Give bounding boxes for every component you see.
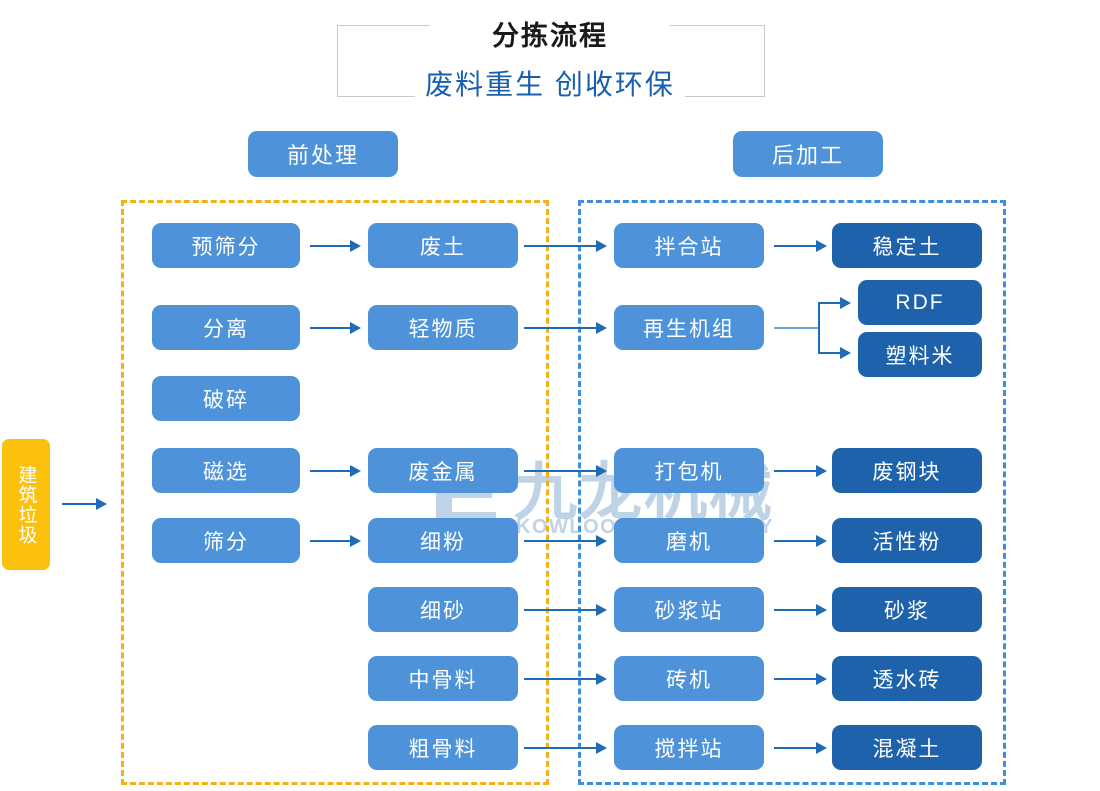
- arrow-head-c1r4: [350, 465, 361, 477]
- page-subtitle: 废料重生 创收环保: [0, 63, 1100, 103]
- node-equipment-pre-5[interactable]: 筛分: [152, 518, 300, 563]
- node-equipment-post-3[interactable]: 打包机: [614, 448, 764, 493]
- source-label: 建筑垃圾: [15, 464, 37, 545]
- arrow-line-source: [62, 503, 98, 505]
- node-product-4[interactable]: 废钢块: [832, 448, 982, 493]
- branch-line-lower: [818, 352, 846, 354]
- node-material-3[interactable]: 废金属: [368, 448, 518, 493]
- arrow-head-c1r1: [350, 240, 361, 252]
- arrow-line-c2r6: [524, 678, 598, 680]
- arrow-line-c2r7: [524, 747, 598, 749]
- arrow-head-c3r4: [816, 535, 827, 547]
- arrow-head-c1r2: [350, 322, 361, 334]
- arrow-head-source: [96, 498, 107, 510]
- arrow-head-c2r3: [596, 465, 607, 477]
- arrow-head-c2r6: [596, 673, 607, 685]
- arrow-head-c2r7: [596, 742, 607, 754]
- branch-line-vertical: [818, 303, 820, 353]
- node-product-7[interactable]: 透水砖: [832, 656, 982, 701]
- arrow-head-c1r5: [350, 535, 361, 547]
- source-construction-waste[interactable]: 建筑垃圾: [2, 439, 50, 570]
- arrow-line-c3r5: [774, 609, 820, 611]
- arrow-head-c3r6: [816, 673, 827, 685]
- node-material-5[interactable]: 细砂: [368, 587, 518, 632]
- arrow-line-c1r2: [310, 327, 352, 329]
- branch-line-stem: [774, 327, 820, 329]
- node-product-1[interactable]: 稳定土: [832, 223, 982, 268]
- node-material-2[interactable]: 轻物质: [368, 305, 518, 350]
- region-post-processing: [578, 200, 1006, 785]
- region-pre-treatment: [121, 200, 549, 785]
- arrow-line-c1r5: [310, 540, 352, 542]
- node-product-3[interactable]: 塑料米: [858, 332, 982, 377]
- arrow-line-c2r1: [524, 245, 598, 247]
- arrow-head-c3r1: [816, 240, 827, 252]
- node-equipment-pre-3[interactable]: 破碎: [152, 376, 300, 421]
- arrow-line-c2r5: [524, 609, 598, 611]
- node-product-2[interactable]: RDF: [858, 280, 982, 325]
- page-title: 分拣流程: [430, 14, 670, 53]
- arrow-line-c3r6: [774, 678, 820, 680]
- node-equipment-post-1[interactable]: 拌合站: [614, 223, 764, 268]
- node-material-4[interactable]: 细粉: [368, 518, 518, 563]
- arrow-head-c2r1: [596, 240, 607, 252]
- arrow-head-c3r3: [816, 465, 827, 477]
- page-subtitle-text: 废料重生 创收环保: [415, 69, 685, 100]
- arrow-head-c3r7: [816, 742, 827, 754]
- arrow-line-c3r1: [774, 245, 820, 247]
- node-material-6[interactable]: 中骨料: [368, 656, 518, 701]
- arrow-line-c2r2: [524, 327, 598, 329]
- node-product-6[interactable]: 砂浆: [832, 587, 982, 632]
- branch-line-upper: [818, 302, 846, 304]
- node-equipment-post-2[interactable]: 再生机组: [614, 305, 764, 350]
- arrow-line-c1r4: [310, 470, 352, 472]
- section-header-pre-treatment[interactable]: 前处理: [248, 131, 398, 177]
- arrow-line-c3r3: [774, 470, 820, 472]
- node-equipment-post-7[interactable]: 搅拌站: [614, 725, 764, 770]
- node-material-7[interactable]: 粗骨料: [368, 725, 518, 770]
- arrow-line-c3r4: [774, 540, 820, 542]
- node-equipment-pre-2[interactable]: 分离: [152, 305, 300, 350]
- node-equipment-pre-4[interactable]: 磁选: [152, 448, 300, 493]
- arrow-head-c2r5: [596, 604, 607, 616]
- arrow-head-branch-upper: [840, 297, 851, 309]
- arrow-line-c2r3: [524, 470, 598, 472]
- arrow-line-c3r7: [774, 747, 820, 749]
- node-equipment-post-4[interactable]: 磨机: [614, 518, 764, 563]
- arrow-head-branch-lower: [840, 347, 851, 359]
- node-equipment-post-5[interactable]: 砂浆站: [614, 587, 764, 632]
- node-equipment-pre-1[interactable]: 预筛分: [152, 223, 300, 268]
- arrow-head-c2r4: [596, 535, 607, 547]
- arrow-line-c1r1: [310, 245, 352, 247]
- node-material-1[interactable]: 废土: [368, 223, 518, 268]
- arrow-line-c2r4: [524, 540, 598, 542]
- arrow-head-c2r2: [596, 322, 607, 334]
- node-product-5[interactable]: 活性粉: [832, 518, 982, 563]
- section-header-post-processing[interactable]: 后加工: [733, 131, 883, 177]
- node-equipment-post-6[interactable]: 砖机: [614, 656, 764, 701]
- node-product-8[interactable]: 混凝土: [832, 725, 982, 770]
- arrow-head-c3r5: [816, 604, 827, 616]
